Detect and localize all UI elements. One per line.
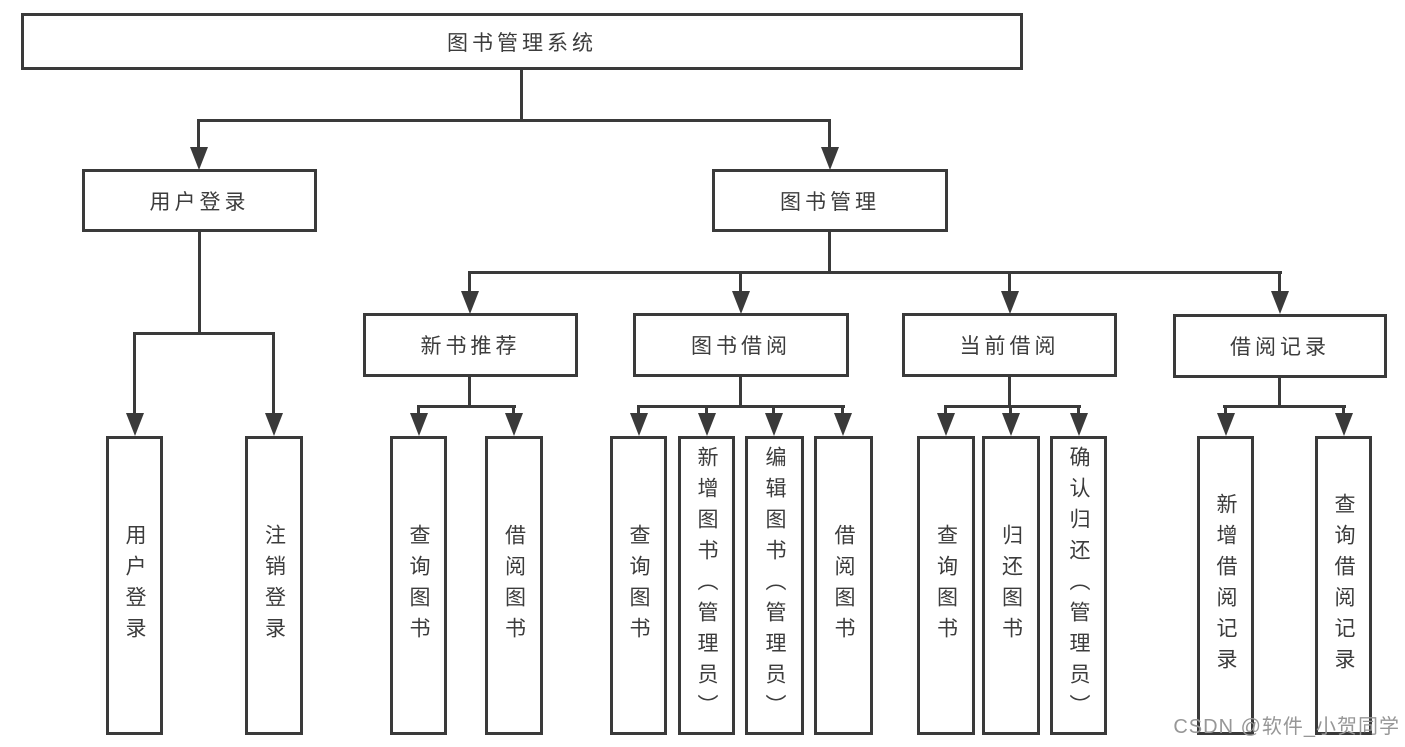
arrowhead-down-icon <box>834 413 852 436</box>
arrowhead-down-icon <box>190 147 208 170</box>
leaf-label: 确认归还（管理员） <box>1067 446 1090 725</box>
connector-drop <box>841 408 844 415</box>
arrowhead-down-icon <box>765 413 783 436</box>
arrowhead-down-icon <box>732 291 750 314</box>
arrowhead-down-icon <box>265 413 283 436</box>
arrowhead-down-icon <box>410 413 428 436</box>
node-book-borrow: 图书借阅 <box>633 313 849 377</box>
connector-drop <box>417 408 420 415</box>
arrowhead-down-icon <box>1002 413 1020 436</box>
connector-drop <box>1224 408 1227 415</box>
arrowhead-down-icon <box>505 413 523 436</box>
connector-rail <box>417 405 516 408</box>
arrowhead-down-icon <box>937 413 955 436</box>
arrowhead-down-icon <box>1335 413 1353 436</box>
leaf-borrow-query-books: 查询图书 <box>610 436 667 735</box>
connector-drop <box>705 408 708 415</box>
leaf-label: 注销登录 <box>262 523 286 648</box>
connector-user-login-stub <box>198 232 201 335</box>
connector-stub <box>1278 378 1281 408</box>
leaf-label: 借阅图书 <box>832 523 855 648</box>
arrowhead-down-icon <box>126 413 144 436</box>
node-borrow-records: 借阅记录 <box>1173 314 1387 378</box>
connector-level1-rail <box>197 119 831 122</box>
leaf-rec-borrow-books: 借阅图书 <box>485 436 543 735</box>
node-library-management-system: 图书管理系统 <box>21 13 1023 70</box>
arrowhead-down-icon <box>1217 413 1235 436</box>
leaf-current-query-books: 查询图书 <box>917 436 975 735</box>
leaf-rec-query-books: 查询图书 <box>390 436 447 735</box>
leaf-borrow-borrow-books: 借阅图书 <box>814 436 873 735</box>
connector-drop <box>739 274 742 292</box>
leaf-label: 编辑图书（管理员） <box>763 446 786 725</box>
leaf-label: 查询图书 <box>407 523 430 648</box>
connector-drop <box>637 408 640 415</box>
leaf-current-confirm-return-admin: 确认归还（管理员） <box>1050 436 1107 735</box>
connector-drop-user-login <box>197 121 200 149</box>
connector-rail <box>637 405 845 408</box>
connector-drop <box>944 408 947 415</box>
leaf-label: 查询图书 <box>934 523 958 648</box>
csdn-watermark: CSDN @软件_小贺同学 <box>1173 716 1400 738</box>
node-current-borrow: 当前借阅 <box>902 313 1117 377</box>
connector-drop <box>1342 408 1345 415</box>
leaf-label: 新增借阅记录 <box>1214 492 1237 679</box>
arrowhead-down-icon <box>821 147 839 170</box>
node-user-login: 用户登录 <box>82 169 317 232</box>
connector-drop <box>1278 274 1281 292</box>
arrowhead-down-icon <box>698 413 716 436</box>
leaf-current-return-books: 归还图书 <box>982 436 1040 735</box>
connector-stub <box>739 377 742 408</box>
connector-drop <box>1009 408 1012 415</box>
leaf-logout: 注销登录 <box>245 436 303 735</box>
connector-user-login-rail <box>133 332 275 335</box>
connector-level2-rail <box>468 271 1282 274</box>
leaf-label: 用户登录 <box>123 523 146 648</box>
node-new-book-recommend: 新书推荐 <box>363 313 578 377</box>
leaf-borrow-add-books-admin: 新增图书（管理员） <box>678 436 735 735</box>
connector-stub <box>468 377 471 408</box>
connector-drop-book-mgmt <box>828 121 831 149</box>
connector-stub <box>1008 377 1011 408</box>
connector-rail <box>944 405 1081 408</box>
connector-drop <box>272 335 275 415</box>
leaf-label: 查询图书 <box>627 523 650 648</box>
node-book-management: 图书管理 <box>712 169 948 232</box>
arrowhead-down-icon <box>1001 291 1019 314</box>
connector-drop <box>512 408 515 415</box>
leaf-label: 归还图书 <box>999 523 1023 648</box>
leaf-label: 查询借阅记录 <box>1332 492 1355 679</box>
arrowhead-down-icon <box>461 291 479 314</box>
leaf-label: 借阅图书 <box>502 523 526 648</box>
leaf-records-query-record: 查询借阅记录 <box>1315 436 1372 735</box>
leaf-records-add-record: 新增借阅记录 <box>1197 436 1254 735</box>
connector-drop <box>1077 408 1080 415</box>
leaf-user-login: 用户登录 <box>106 436 163 735</box>
connector-root-stub <box>520 70 523 122</box>
leaf-label: 新增图书（管理员） <box>695 446 718 725</box>
connector-drop <box>1008 274 1011 292</box>
arrowhead-down-icon <box>1070 413 1088 436</box>
leaf-borrow-edit-books-admin: 编辑图书（管理员） <box>745 436 804 735</box>
arrowhead-down-icon <box>630 413 648 436</box>
arrowhead-down-icon <box>1271 291 1289 314</box>
connector-rail <box>1223 405 1346 408</box>
connector-drop <box>772 408 775 415</box>
connector-drop <box>133 335 136 415</box>
connector-drop <box>468 274 471 292</box>
connector-book-mgmt-stub <box>828 232 831 274</box>
